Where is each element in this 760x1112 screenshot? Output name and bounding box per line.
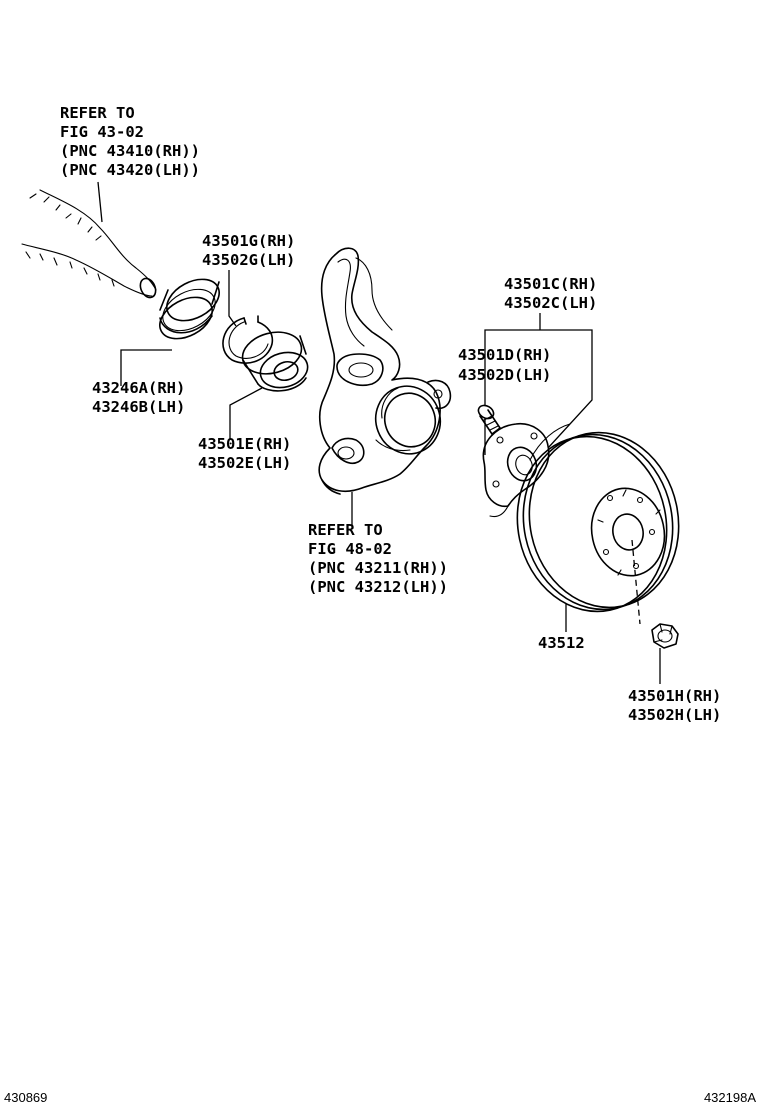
label-snap-ring: 43501G(RH) 43502G(LH) bbox=[202, 232, 295, 269]
disc-rotor bbox=[516, 423, 680, 613]
label-refer-fig-43-02: REFER TO FIG 43-02 (PNC 43410(RH)) (PNC … bbox=[60, 104, 200, 179]
footer-left-code: 430869 bbox=[4, 1090, 47, 1105]
leader-lines bbox=[97, 181, 661, 684]
axle-hub bbox=[482, 422, 550, 518]
label-line: 43246A(RH) bbox=[92, 379, 185, 397]
label-line: 43501E(RH) bbox=[198, 435, 291, 453]
label-line: 43512 bbox=[538, 634, 585, 652]
hub-nut bbox=[651, 623, 679, 649]
drive-shaft-stub bbox=[21, 189, 157, 299]
label-line: REFER TO bbox=[60, 104, 135, 122]
label-line: 43246B(LH) bbox=[92, 398, 185, 416]
footer-right-code: 432198A bbox=[704, 1090, 756, 1105]
label-line: 43502G(LH) bbox=[202, 251, 295, 269]
label-line: 43501H(RH) bbox=[628, 687, 721, 705]
hub-bolt bbox=[477, 404, 501, 435]
dust-deflector bbox=[159, 278, 220, 340]
label-line: FIG 43-02 bbox=[60, 123, 144, 141]
label-line: (PNC 43420(LH)) bbox=[60, 161, 200, 179]
label-line: REFER TO bbox=[308, 521, 383, 539]
label-line: (PNC 43212(LH)) bbox=[308, 578, 448, 596]
label-bearing: 43501E(RH) 43502E(LH) bbox=[198, 435, 291, 472]
label-line: 43502E(LH) bbox=[198, 454, 291, 472]
steering-knuckle bbox=[318, 247, 452, 495]
label-hub-bolt: 43501D(RH) 43502D(LH) bbox=[458, 346, 551, 384]
label-line: (PNC 43211(RH)) bbox=[308, 559, 448, 577]
front-axle-bearing bbox=[241, 331, 309, 392]
label-line: 43502C(LH) bbox=[504, 294, 597, 312]
label-line: 43502D(LH) bbox=[458, 366, 551, 384]
label-line: (PNC 43410(RH)) bbox=[60, 142, 200, 160]
label-line: 43501G(RH) bbox=[202, 232, 295, 250]
label-line: 43501C(RH) bbox=[504, 275, 597, 293]
label-hub-nut: 43501H(RH) 43502H(LH) bbox=[628, 687, 721, 724]
footer-codes: 430869 432198A bbox=[4, 1090, 756, 1105]
label-dust-deflector: 43246A(RH) 43246B(LH) bbox=[92, 379, 185, 416]
snap-ring bbox=[222, 315, 274, 364]
label-line: 43502H(LH) bbox=[628, 706, 721, 724]
label-line: 43501D(RH) bbox=[458, 346, 551, 364]
label-disc: 43512 bbox=[538, 634, 585, 652]
label-line: FIG 48-02 bbox=[308, 540, 392, 558]
label-refer-fig-48-02: REFER TO FIG 48-02 (PNC 43211(RH)) (PNC … bbox=[308, 521, 448, 596]
label-hub-assembly: 43501C(RH) 43502C(LH) bbox=[504, 275, 597, 312]
